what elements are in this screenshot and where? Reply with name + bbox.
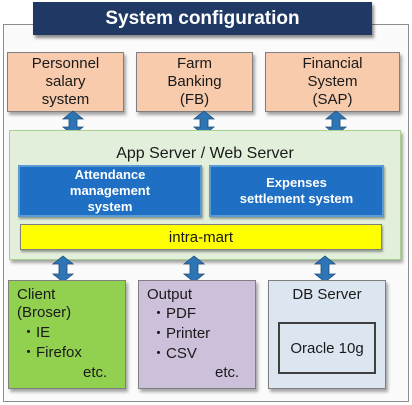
farm-banking-box: Farm Banking (FB) (136, 52, 253, 112)
double-arrow-icon (314, 255, 336, 283)
output-item-pdf: ・PDF (151, 305, 197, 322)
db-server-title: DB Server (292, 286, 362, 303)
client-title: Client (Broser) (17, 286, 72, 321)
output-item-csv: ・CSV (151, 345, 197, 362)
client-item-firefox: ・Firefox (21, 344, 82, 361)
attendance-management-module: Attendance management system (18, 165, 202, 217)
double-arrow-icon (183, 255, 205, 283)
expenses-settlement-module: Expenses settlement system (209, 165, 384, 217)
output-box: Output ・PDF ・Printer ・CSV etc. (138, 280, 256, 389)
client-box: Client (Broser) ・IE ・Firefox etc. (8, 280, 126, 389)
client-item-ie: ・IE (21, 324, 51, 341)
output-etc: etc. (215, 364, 240, 381)
intra-mart-platform: intra-mart (20, 224, 382, 250)
double-arrow-icon (52, 255, 74, 283)
output-title: Output (147, 286, 193, 303)
personnel-salary-system-box: Personnel salary system (7, 52, 124, 112)
diagram-title: System configuration (33, 2, 372, 35)
app-server-title: App Server / Web Server (116, 145, 294, 162)
output-item-printer: ・Printer (151, 325, 211, 342)
client-etc: etc. (83, 364, 108, 381)
oracle-database-box: Oracle 10g (278, 322, 376, 374)
financial-system-box: Financial System (SAP) (265, 52, 400, 112)
